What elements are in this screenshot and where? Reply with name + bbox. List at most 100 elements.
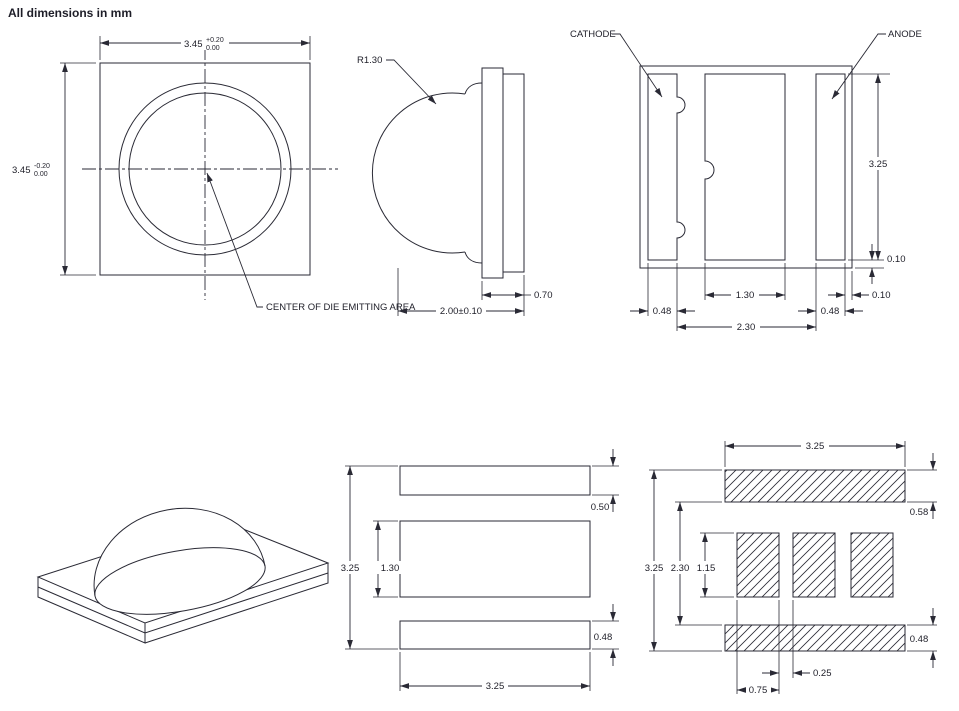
bottom-land-height-label: 0.48 <box>594 632 613 643</box>
dim-edge-gap-side: 0.10 <box>828 263 891 316</box>
pad-pitch-label: 2.30 <box>737 322 756 333</box>
side-view: R1.30 0.70 2.00±0.10 <box>357 55 553 317</box>
anode-pad-width-label: 0.48 <box>821 306 840 317</box>
aperture-width-label: 0.75 <box>749 685 768 696</box>
pad-height-label: 3.25 <box>869 159 888 170</box>
stencil-top-height-label: 0.58 <box>910 507 929 518</box>
body-profile <box>502 73 525 273</box>
dim-edge-gap-bottom: 0.10 <box>855 244 906 284</box>
dim-height-tol-upper: -0.20 <box>34 163 50 170</box>
dim-text-bg <box>436 304 486 317</box>
center-pad-width-label: 1.30 <box>736 290 755 301</box>
stencil-pattern-view: 3.25 0.58 3.25 2.30 <box>641 439 937 696</box>
dome-fillet-top <box>464 82 483 95</box>
dim-width: 3.45 +0.20 0.00 <box>99 35 311 60</box>
substrate-layer-line <box>37 572 329 634</box>
dim-aperture-height: 1.15 <box>694 532 734 598</box>
dim-center-land-height: 1.30 <box>373 520 403 598</box>
aperture-1 <box>736 532 780 598</box>
stencil-bottom-height-label: 0.48 <box>910 634 929 645</box>
cathode-callout: CATHODE <box>570 29 663 98</box>
dim-width-value: 3.45 <box>184 39 203 50</box>
dim-stencil-inner-span: 2.30 <box>668 501 722 626</box>
dim-height: 3.45 -0.20 0.00 <box>12 62 96 276</box>
flange-profile <box>481 67 504 279</box>
cathode-pad-width-label: 0.48 <box>653 306 672 317</box>
dim-text-bg <box>337 561 363 574</box>
dome-fillet-bottom <box>464 251 483 264</box>
land-overall-height-label: 3.25 <box>341 563 360 574</box>
bottom-land <box>399 620 591 650</box>
center-callout: CENTER OF DIE EMITTING AREA <box>206 172 416 313</box>
stencil-inner-span-label: 2.30 <box>671 563 690 574</box>
top-land-height-label: 0.50 <box>591 502 610 513</box>
dim-height-tol-lower: 0.00 <box>34 171 48 178</box>
center-land <box>399 520 591 598</box>
units-note: All dimensions in mm <box>8 6 132 20</box>
anode-callout: ANODE <box>831 29 922 100</box>
dim-land-overall-height: 3.25 <box>337 465 398 650</box>
package-outline-bottom <box>639 65 853 269</box>
edge-gap-bottom-label: 0.10 <box>887 254 906 265</box>
dim-bottom-land-height: 0.48 <box>592 604 619 666</box>
dim-width-tol-upper: +0.20 <box>206 37 224 44</box>
dim-text-bg <box>668 561 693 574</box>
dim-width-tol-lower: 0.00 <box>206 45 220 52</box>
overall-height-label: 2.00±0.10 <box>440 306 482 317</box>
dome-base-ellipse <box>94 547 266 597</box>
dim-body-thickness: 0.70 <box>481 275 553 316</box>
dim-text-bg <box>801 439 829 452</box>
stencil-overall-height-label: 3.25 <box>645 563 664 574</box>
center-pad <box>704 73 786 261</box>
top-land <box>399 465 591 496</box>
land-pattern-view: 0.50 3.25 1.30 0.48 <box>337 449 619 692</box>
leader-line <box>206 172 263 308</box>
dome-profile <box>371 92 466 254</box>
dim-text-bg <box>181 35 229 50</box>
dim-text-bg <box>864 157 892 170</box>
radius-callout: R1.30 <box>357 55 437 105</box>
leader-line <box>831 33 886 100</box>
dim-center-pad-width: 1.30 <box>704 263 786 301</box>
dim-text-bg <box>641 561 667 574</box>
dim-text-bg <box>746 683 771 695</box>
lens-radius-label: R1.30 <box>357 55 382 66</box>
leader-line <box>386 59 437 105</box>
center-callout-label: CENTER OF DIE EMITTING AREA <box>266 302 416 313</box>
anode-pad <box>815 73 846 261</box>
iso-view <box>36 507 330 644</box>
bottom-pad-view: CATHODE ANODE 3.25 0.10 0.10 <box>570 29 922 333</box>
bottom-aperture <box>724 624 906 652</box>
dim-pad-pitch: 2.30 <box>677 263 817 333</box>
body-thickness-label: 0.70 <box>534 290 553 301</box>
dim-text-bg <box>694 561 718 574</box>
aperture-height-label: 1.15 <box>697 563 716 574</box>
cathode-pad <box>647 73 686 261</box>
dim-text-bg <box>731 288 759 301</box>
dim-stencil-top-height: 0.58 <box>907 453 937 519</box>
top-aperture <box>724 469 906 503</box>
anode-label: ANODE <box>888 29 922 40</box>
dim-stencil-overall-height: 3.25 <box>641 469 722 652</box>
dim-text-bg <box>482 679 508 692</box>
right-side-faces <box>144 563 329 644</box>
edge-gap-side-label: 0.10 <box>872 290 891 301</box>
stencil-overall-width-label: 3.25 <box>806 441 825 452</box>
aperture-gap-label: 0.25 <box>813 668 832 679</box>
aperture-2 <box>792 532 836 598</box>
top-view: 3.45 +0.20 0.00 3.45 -0.20 0.00 CENTER O… <box>12 35 416 313</box>
aperture-3 <box>850 532 894 598</box>
land-overall-width-label: 3.25 <box>486 681 505 692</box>
dim-top-land-height: 0.50 <box>591 449 619 513</box>
dim-aperture-gap: 0.25 <box>762 600 832 679</box>
dim-stencil-overall-width: 3.25 <box>724 439 906 467</box>
dim-text-bg <box>376 561 403 574</box>
dim-pad-height: 3.25 <box>848 73 892 261</box>
leader-line <box>612 33 663 98</box>
dome-3d <box>93 507 266 615</box>
dim-stencil-bottom-height: 0.48 <box>907 608 937 668</box>
dim-anode-pad-width: 0.48 <box>798 306 863 317</box>
cathode-label: CATHODE <box>570 29 616 40</box>
